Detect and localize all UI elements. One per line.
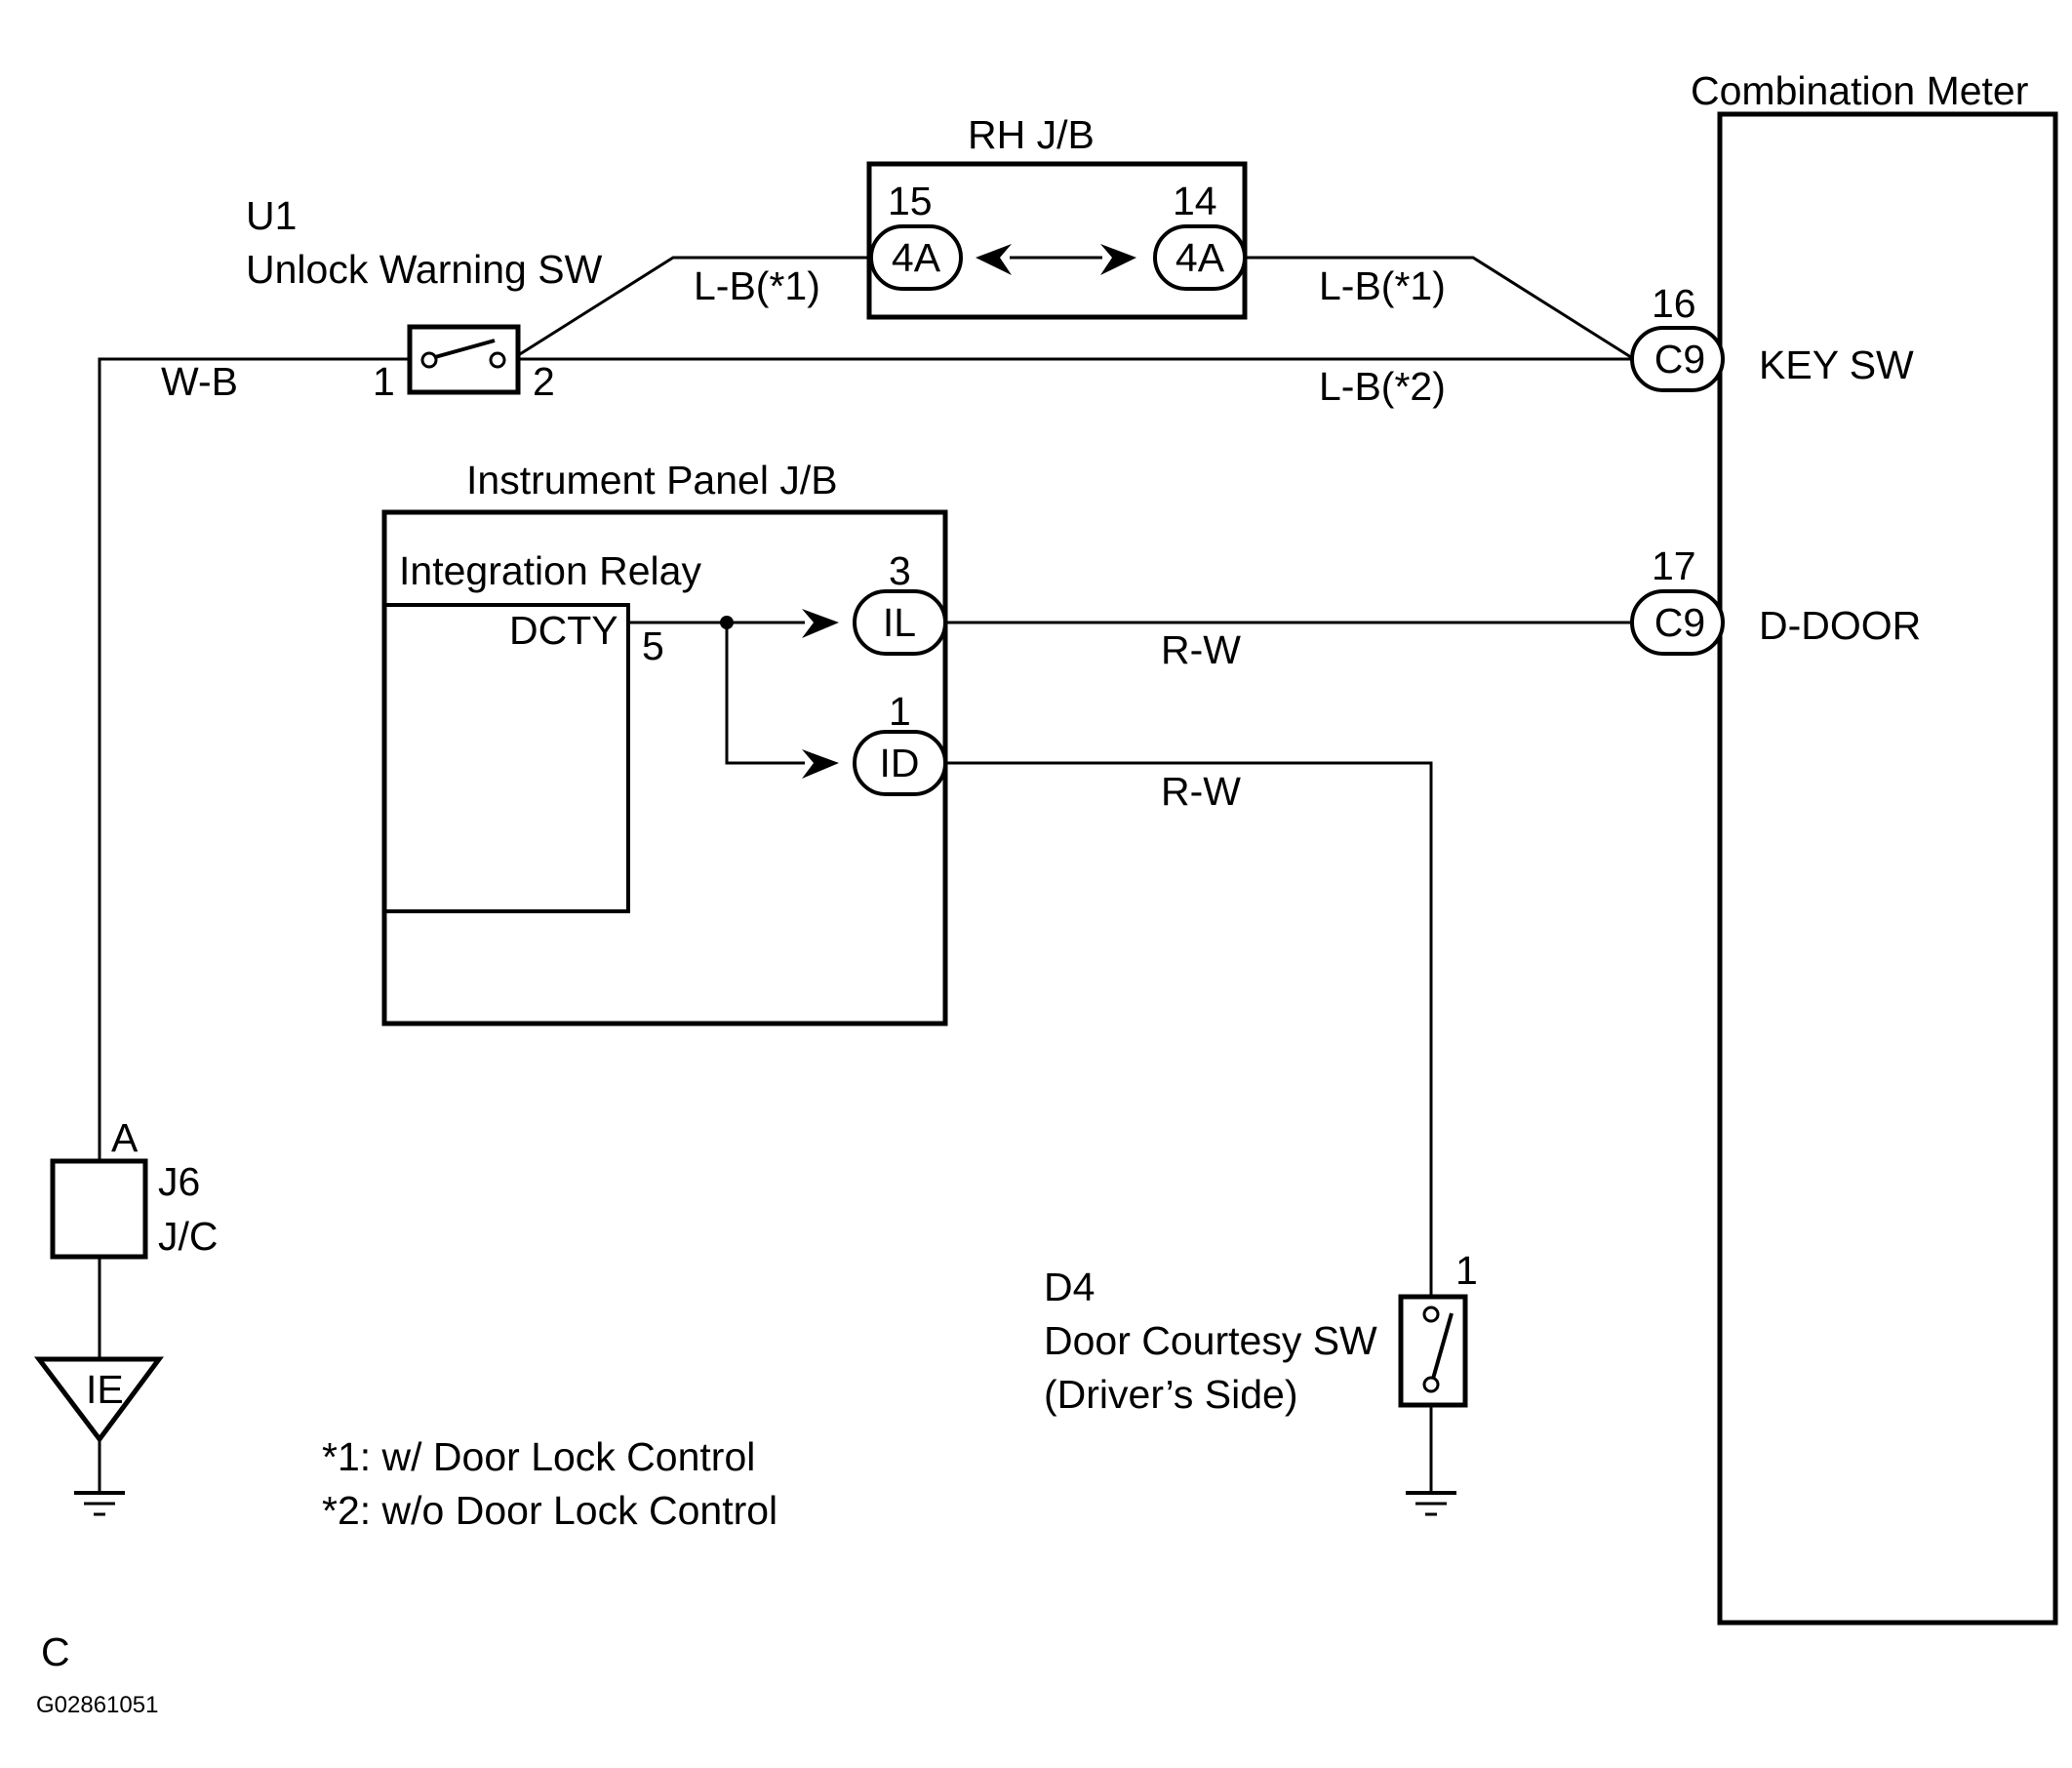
- unlock-sw-name: Unlock Warning SW: [246, 247, 603, 292]
- connector-arrow-icon: [802, 749, 839, 779]
- wire-label-rw-top: R-W: [1161, 627, 1241, 672]
- door-sw-side: (Driver’s Side): [1044, 1372, 1297, 1417]
- c9-key-connector: [1630, 326, 1725, 392]
- wire-label-rw-bottom: R-W: [1161, 769, 1241, 814]
- c9-door-code: C9: [1654, 600, 1705, 645]
- switch-contact-icon: [489, 351, 506, 369]
- j6-pin: A: [111, 1115, 139, 1160]
- wire-dcty-branch: [725, 623, 805, 765]
- wire-lb1-right: [1244, 256, 1635, 361]
- c9-door-connector: [1630, 589, 1725, 656]
- junction-dot: [720, 616, 734, 629]
- earth-ground-left: [74, 1491, 125, 1516]
- switch-contact-icon: [420, 351, 438, 369]
- note-2: *2: w/o Door Lock Control: [322, 1488, 777, 1533]
- rh-jb: RH J/B 15 14 4A 4A: [866, 112, 1248, 320]
- combination-meter-box: [1717, 111, 2058, 1626]
- key-sw-label: KEY SW: [1759, 342, 1914, 387]
- j6-box: [50, 1158, 148, 1260]
- rh-jb-pin-14: 14: [1173, 179, 1217, 223]
- earth-ground-right: [1406, 1491, 1456, 1516]
- rh-jb-pin-15: 15: [888, 179, 933, 223]
- wires: [98, 256, 1635, 1493]
- wire-lb1-left: [511, 256, 873, 361]
- rh-jb-label: RH J/B: [968, 112, 1095, 157]
- integration-relay-label: Integration Relay: [399, 548, 701, 593]
- c9-key-pin: 16: [1652, 281, 1696, 326]
- j6-junction: A J6 J/C IE: [33, 1115, 219, 1444]
- ground-triangle-icon: [33, 1356, 164, 1444]
- dcty-pin: 5: [642, 623, 664, 668]
- rh-jb-connector-right-code: 4A: [1175, 235, 1225, 280]
- dcty-label: DCTY: [509, 608, 618, 653]
- rh-jb-connector-right: [1153, 224, 1247, 291]
- j6-code: J6: [158, 1159, 200, 1204]
- rh-jb-connector-left-code: 4A: [892, 235, 941, 280]
- unlock-sw-pin1: 1: [373, 359, 395, 404]
- footer: C G02861051: [36, 1629, 158, 1718]
- wire-rw-bottom: [946, 761, 1433, 1300]
- switch-lever-icon: [434, 339, 496, 359]
- door-courtesy-switch: D4 Door Courtesy SW (Driver’s Side) 1: [1044, 1248, 1478, 1417]
- combination-meter-label: Combination Meter: [1691, 68, 2028, 113]
- connector-arrow-icon: [1100, 244, 1136, 275]
- unlock-sw-pin2: 2: [533, 359, 555, 404]
- door-sw-pin: 1: [1455, 1248, 1478, 1293]
- il-connector-code: IL: [883, 600, 916, 645]
- switch-lever-icon: [1431, 1312, 1454, 1380]
- rh-jb-box: [866, 161, 1248, 320]
- switch-contact-icon: [1422, 1306, 1440, 1323]
- ground-ie-label: IE: [86, 1367, 124, 1412]
- rh-jb-connector-left: [869, 224, 963, 291]
- wire-label-wb: W-B: [161, 359, 238, 404]
- door-sw-code: D4: [1044, 1265, 1095, 1309]
- door-sw-name: Door Courtesy SW: [1044, 1318, 1377, 1363]
- il-connector: [853, 589, 947, 656]
- unlock-sw-code: U1: [246, 193, 297, 238]
- d-door-label: D-DOOR: [1759, 603, 1921, 648]
- id-connector-code: ID: [880, 741, 920, 785]
- c9-connectors: 16 C9 17 C9: [1630, 281, 1725, 656]
- footnotes: *1: w/ Door Lock Control *2: w/o Door Lo…: [322, 1434, 777, 1533]
- integration-relay-box: [382, 603, 630, 913]
- connector-arrow-icon: [976, 244, 1012, 275]
- c9-key-code: C9: [1654, 337, 1705, 382]
- switch-contact-icon: [1422, 1376, 1440, 1393]
- connector-arrow-icon: [802, 609, 839, 638]
- j6-type: J/C: [158, 1214, 219, 1259]
- wire-wb: [98, 357, 419, 1159]
- id-pin: 1: [889, 689, 911, 734]
- wire-label-lb1-right: L-B(*1): [1319, 263, 1446, 308]
- instrument-panel-jb: Instrument Panel J/B Integration Relay D…: [381, 458, 948, 1026]
- c9-door-pin: 17: [1652, 543, 1696, 588]
- unlock-warning-switch: U1 Unlock Warning SW 1 2: [246, 193, 603, 404]
- note-1: *1: w/ Door Lock Control: [322, 1434, 755, 1479]
- il-pin: 3: [889, 548, 911, 593]
- wire-label-lb2: L-B(*2): [1319, 364, 1446, 409]
- wire-label-lb1-left: L-B(*1): [694, 263, 820, 308]
- footer-letter: C: [41, 1629, 70, 1674]
- figure-id: G02861051: [36, 1692, 158, 1718]
- instrument-panel-jb-label: Instrument Panel J/B: [466, 458, 838, 502]
- wire-labels: W-B L-B(*1) L-B(*1) L-B(*2) R-W R-W: [161, 263, 1446, 814]
- id-connector: [853, 730, 947, 796]
- combination-meter: Combination Meter KEY SW D-DOOR: [1691, 68, 2058, 1626]
